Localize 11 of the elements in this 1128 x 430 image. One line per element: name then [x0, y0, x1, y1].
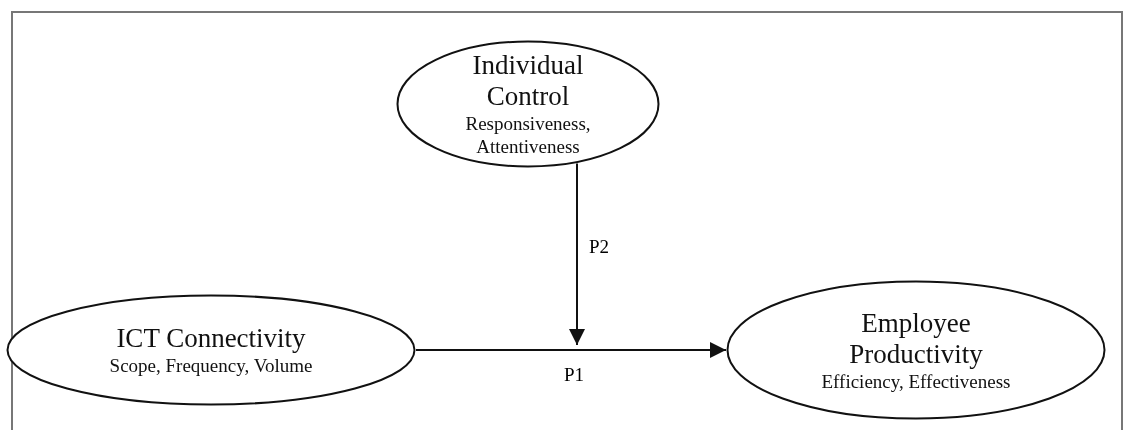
- arrow: [569, 162, 585, 346]
- node-title: Employee Productivity: [848, 307, 984, 370]
- node-title: ICT Connectivity: [116, 323, 306, 354]
- ellipse-node: [396, 40, 660, 168]
- node-subtitle: Efficiency, Effectiveness: [821, 369, 1011, 393]
- node-subtitle: Responsiveness, Attentiveness: [464, 112, 592, 158]
- ellipse-node: [726, 280, 1106, 420]
- node-subtitle: Scope, Frequency, Volume: [109, 354, 313, 377]
- node-title: Individual Control: [471, 50, 585, 112]
- ellipse-node: [6, 294, 416, 406]
- arrow: [415, 342, 727, 358]
